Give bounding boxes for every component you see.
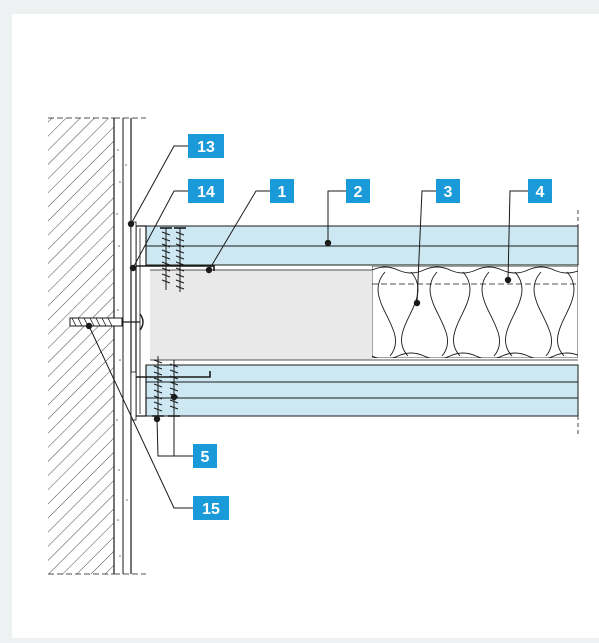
masonry-wall [48, 117, 115, 575]
top-board-layer [145, 225, 579, 266]
callout-15: 15 [193, 496, 229, 520]
callout-13: 13 [188, 134, 224, 158]
sealant-strip-bottom [130, 371, 137, 421]
cavity-shading [150, 270, 372, 360]
callout-4: 4 [528, 179, 552, 203]
screws [152, 227, 186, 417]
leader-dots [85, 220, 512, 423]
callout-2: 2 [346, 179, 370, 203]
svg-text:14: 14 [197, 184, 215, 201]
plaster-layer [114, 117, 146, 575]
bottom-board-layer [145, 364, 579, 417]
wall-anchor [69, 313, 144, 331]
callout-5: 5 [193, 444, 217, 468]
callout-1: 1 [270, 179, 294, 203]
callout-3: 3 [436, 179, 460, 203]
svg-text:5: 5 [201, 449, 210, 466]
svg-text:1: 1 [278, 184, 287, 201]
ud-profile [135, 225, 147, 417]
svg-text:13: 13 [197, 139, 215, 156]
svg-text:2: 2 [354, 184, 363, 201]
insulation-layer [372, 266, 578, 358]
cd-profile [136, 265, 215, 378]
svg-text:15: 15 [202, 501, 220, 518]
svg-text:4: 4 [536, 184, 545, 201]
svg-text:3: 3 [444, 184, 453, 201]
callout-14: 14 [188, 179, 224, 203]
leader-lines [88, 145, 528, 509]
